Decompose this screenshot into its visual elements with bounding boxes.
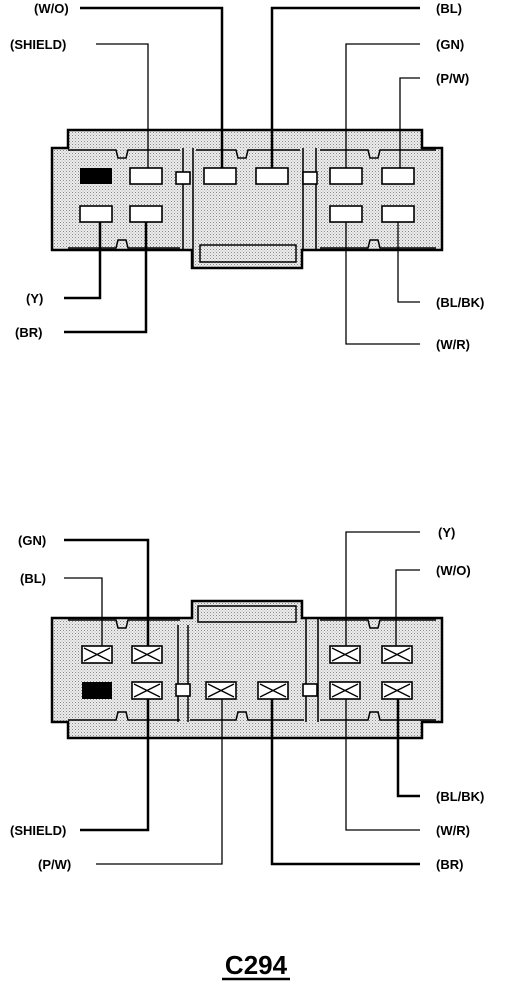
top-cavity: [329, 205, 363, 223]
bottom-cavity: [257, 681, 289, 700]
bottom-label-p-w: (P/W): [38, 857, 71, 872]
bottom-label-w-r: (W/R): [436, 823, 470, 838]
bottom-cavity: [381, 645, 413, 664]
top-label-p-w: (P/W): [436, 71, 469, 86]
bottom-label-bl-bk: (BL/BK): [436, 789, 484, 804]
bottom-cavity: [329, 681, 361, 700]
bottom-cavity: [329, 645, 361, 664]
top-label-y: (Y): [26, 291, 43, 306]
connector-title: C294: [225, 950, 288, 980]
top-connector: [50, 128, 444, 270]
bottom-connector: [50, 599, 444, 740]
bottom-cavity-filled: [82, 682, 112, 699]
top-cavity: [79, 205, 113, 223]
bottom-cavity: [381, 681, 413, 700]
bottom-wires: [64, 531, 420, 866]
top-cavity: [203, 167, 237, 185]
top-cavity-filled: [80, 168, 112, 184]
top-cavity: [129, 205, 163, 223]
top-label-bl: (BL): [436, 1, 462, 16]
top-connector-body: [50, 128, 444, 270]
top-label-w-o: (W/O): [34, 1, 69, 16]
top-wires: [64, 6, 420, 345]
top-cavity: [381, 205, 415, 223]
bottom-label-gn: (GN): [18, 533, 46, 548]
bottom-label-w-o: (W/O): [436, 563, 471, 578]
top-cavity: [329, 167, 363, 185]
top-label-gn: (GN): [436, 37, 464, 52]
top-label-w-r: (W/R): [436, 337, 470, 352]
top-label-shield: (SHIELD): [10, 37, 66, 52]
top-label-br: (BR): [15, 325, 42, 340]
bottom-label-bl: (BL): [20, 571, 46, 586]
bottom-connector-body: [50, 599, 444, 740]
bottom-cavity: [81, 645, 113, 664]
bottom-label-shield: (SHIELD): [10, 823, 66, 838]
bottom-label-y: (Y): [438, 525, 455, 540]
top-cavity: [255, 167, 289, 185]
bottom-label-br: (BR): [436, 857, 463, 872]
bottom-cavity: [131, 681, 163, 700]
bottom-cavity: [205, 681, 237, 700]
bottom-cavity: [131, 645, 163, 664]
top-cavity: [129, 167, 163, 185]
top-cavity: [381, 167, 415, 185]
top-label-bl-bk: (BL/BK): [436, 295, 484, 310]
